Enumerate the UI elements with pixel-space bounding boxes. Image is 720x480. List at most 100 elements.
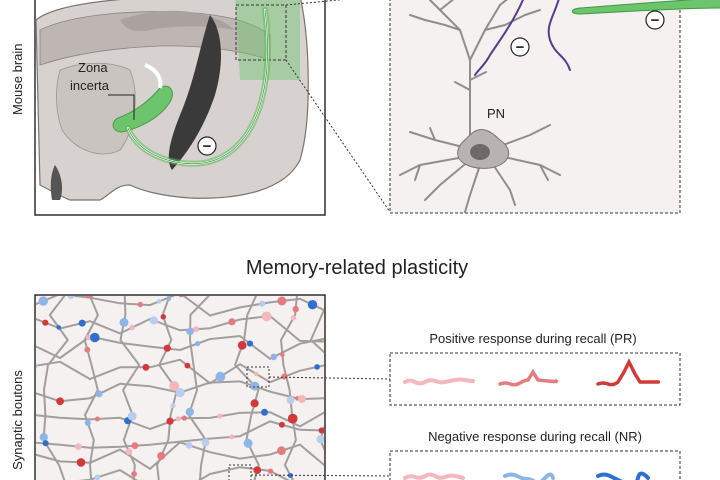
- synaptic-bouton: [166, 417, 174, 425]
- synaptic-bouton: [90, 332, 100, 343]
- synaptic-bouton: [127, 411, 137, 421]
- boutons-panel: [34, 294, 336, 480]
- pr-panel: [389, 352, 681, 406]
- bouton-dots: [36, 296, 336, 480]
- axon-fiber: [36, 296, 324, 317]
- synaptic-bouton: [175, 388, 185, 398]
- pr-trace-strong: [596, 358, 661, 387]
- synaptic-bouton: [38, 296, 48, 306]
- synaptic-bouton: [186, 327, 194, 336]
- synaptic-bouton: [184, 362, 191, 369]
- axon-fiber: [36, 380, 324, 403]
- synaptic-bouton: [327, 406, 334, 413]
- synaptic-bouton: [277, 446, 286, 456]
- synaptic-bouton: [195, 341, 201, 347]
- synaptic-bouton: [39, 433, 48, 442]
- synaptic-bouton: [286, 396, 295, 405]
- zona-incerta-leader-line: [108, 94, 135, 120]
- synaptic-bouton: [327, 469, 336, 478]
- synaptic-bouton: [185, 407, 194, 417]
- ventricle-region: [168, 15, 222, 170]
- synaptic-bouton: [169, 381, 180, 391]
- pr-trace-weak: [403, 377, 475, 386]
- synaptic-bouton: [160, 314, 166, 320]
- synaptic-boutons-label: Synaptic boutons: [10, 370, 25, 470]
- synaptic-bouton: [292, 305, 299, 313]
- synaptic-bouton: [287, 413, 298, 424]
- hippocampus-region: [120, 10, 235, 32]
- synaptic-bouton: [157, 451, 166, 460]
- synaptic-bouton: [326, 334, 334, 342]
- synaptic-bouton: [267, 468, 274, 474]
- synaptic-bouton: [278, 421, 285, 428]
- zona-incerta-region: [112, 85, 173, 133]
- nucleus: [470, 144, 490, 160]
- synaptic-bouton: [75, 443, 82, 450]
- synaptic-bouton: [119, 317, 129, 327]
- pr-trace-medium: [498, 368, 559, 387]
- synaptic-bouton: [131, 442, 139, 450]
- inhibitory-symbol-brain: −: [197, 136, 217, 156]
- synaptic-bouton: [131, 471, 138, 477]
- synaptic-bouton: [297, 395, 306, 403]
- synaptic-bouton: [277, 296, 287, 306]
- zona-incerta-label-line1: Zona: [78, 60, 108, 75]
- synaptic-bouton: [253, 466, 262, 474]
- nr-title: Negative response during recall (NR): [428, 429, 642, 444]
- input-axons: [474, 0, 571, 76]
- synaptic-bouton: [36, 363, 38, 369]
- white-tract: [144, 63, 163, 89]
- svg-text:−: −: [516, 39, 525, 56]
- lower-dark-region: [50, 165, 63, 200]
- axon-fiber: [36, 411, 324, 430]
- pr-connector-line: [268, 376, 391, 380]
- synaptic-bouton: [125, 448, 133, 456]
- synaptic-bouton: [94, 474, 101, 480]
- synaptic-bouton: [217, 413, 223, 419]
- axon-fiber: [36, 358, 324, 385]
- synaptic-bouton: [42, 440, 49, 447]
- inhibitory-symbol-neuron-1: −: [510, 37, 530, 57]
- synaptic-bouton: [327, 339, 333, 345]
- synaptic-bouton: [149, 316, 158, 325]
- target-inset-box: [235, 4, 287, 61]
- synaptic-bouton: [76, 458, 86, 467]
- synaptic-bouton: [281, 373, 288, 380]
- synaptic-bouton: [84, 419, 91, 426]
- synaptic-bouton: [215, 371, 226, 382]
- section-title: Memory-related plasticity: [246, 257, 468, 279]
- synaptic-bouton: [314, 364, 320, 370]
- svg-text:−: −: [203, 138, 212, 155]
- synaptic-bouton: [261, 408, 268, 416]
- synaptic-bouton: [250, 381, 260, 391]
- axon-fiber: [83, 296, 99, 480]
- pr-title: Positive response during recall (PR): [429, 331, 636, 346]
- projection-pathway-edge: [127, 9, 268, 165]
- synaptic-bouton: [243, 438, 253, 448]
- nr-panel: [389, 450, 681, 480]
- synaptic-bouton: [246, 340, 254, 347]
- connector-line-bottom: [285, 59, 391, 213]
- synaptic-bouton: [142, 363, 150, 371]
- synaptic-bouton: [78, 319, 86, 327]
- synaptic-bouton: [193, 326, 200, 333]
- synaptic-bouton: [318, 427, 324, 434]
- thalamus-region: [56, 62, 136, 155]
- pyramidal-neuron: [399, 124, 561, 213]
- synaptic-bouton: [228, 318, 236, 326]
- synaptic-bouton: [181, 415, 187, 421]
- axon-fiber: [78, 466, 290, 480]
- synaptic-bouton: [259, 300, 266, 307]
- synaptic-bouton: [95, 390, 103, 398]
- synaptic-bouton: [201, 438, 210, 447]
- nr-connector-line: [250, 474, 391, 477]
- axon-fiber: [42, 296, 69, 480]
- synaptic-bouton: [326, 394, 334, 402]
- synaptic-bouton: [237, 340, 247, 350]
- synaptic-bouton: [67, 296, 75, 299]
- neuron-panel: PN − −: [389, 0, 720, 214]
- synaptic-bouton: [94, 416, 100, 422]
- synaptic-bouton: [326, 427, 333, 434]
- synaptic-bouton: [84, 346, 91, 353]
